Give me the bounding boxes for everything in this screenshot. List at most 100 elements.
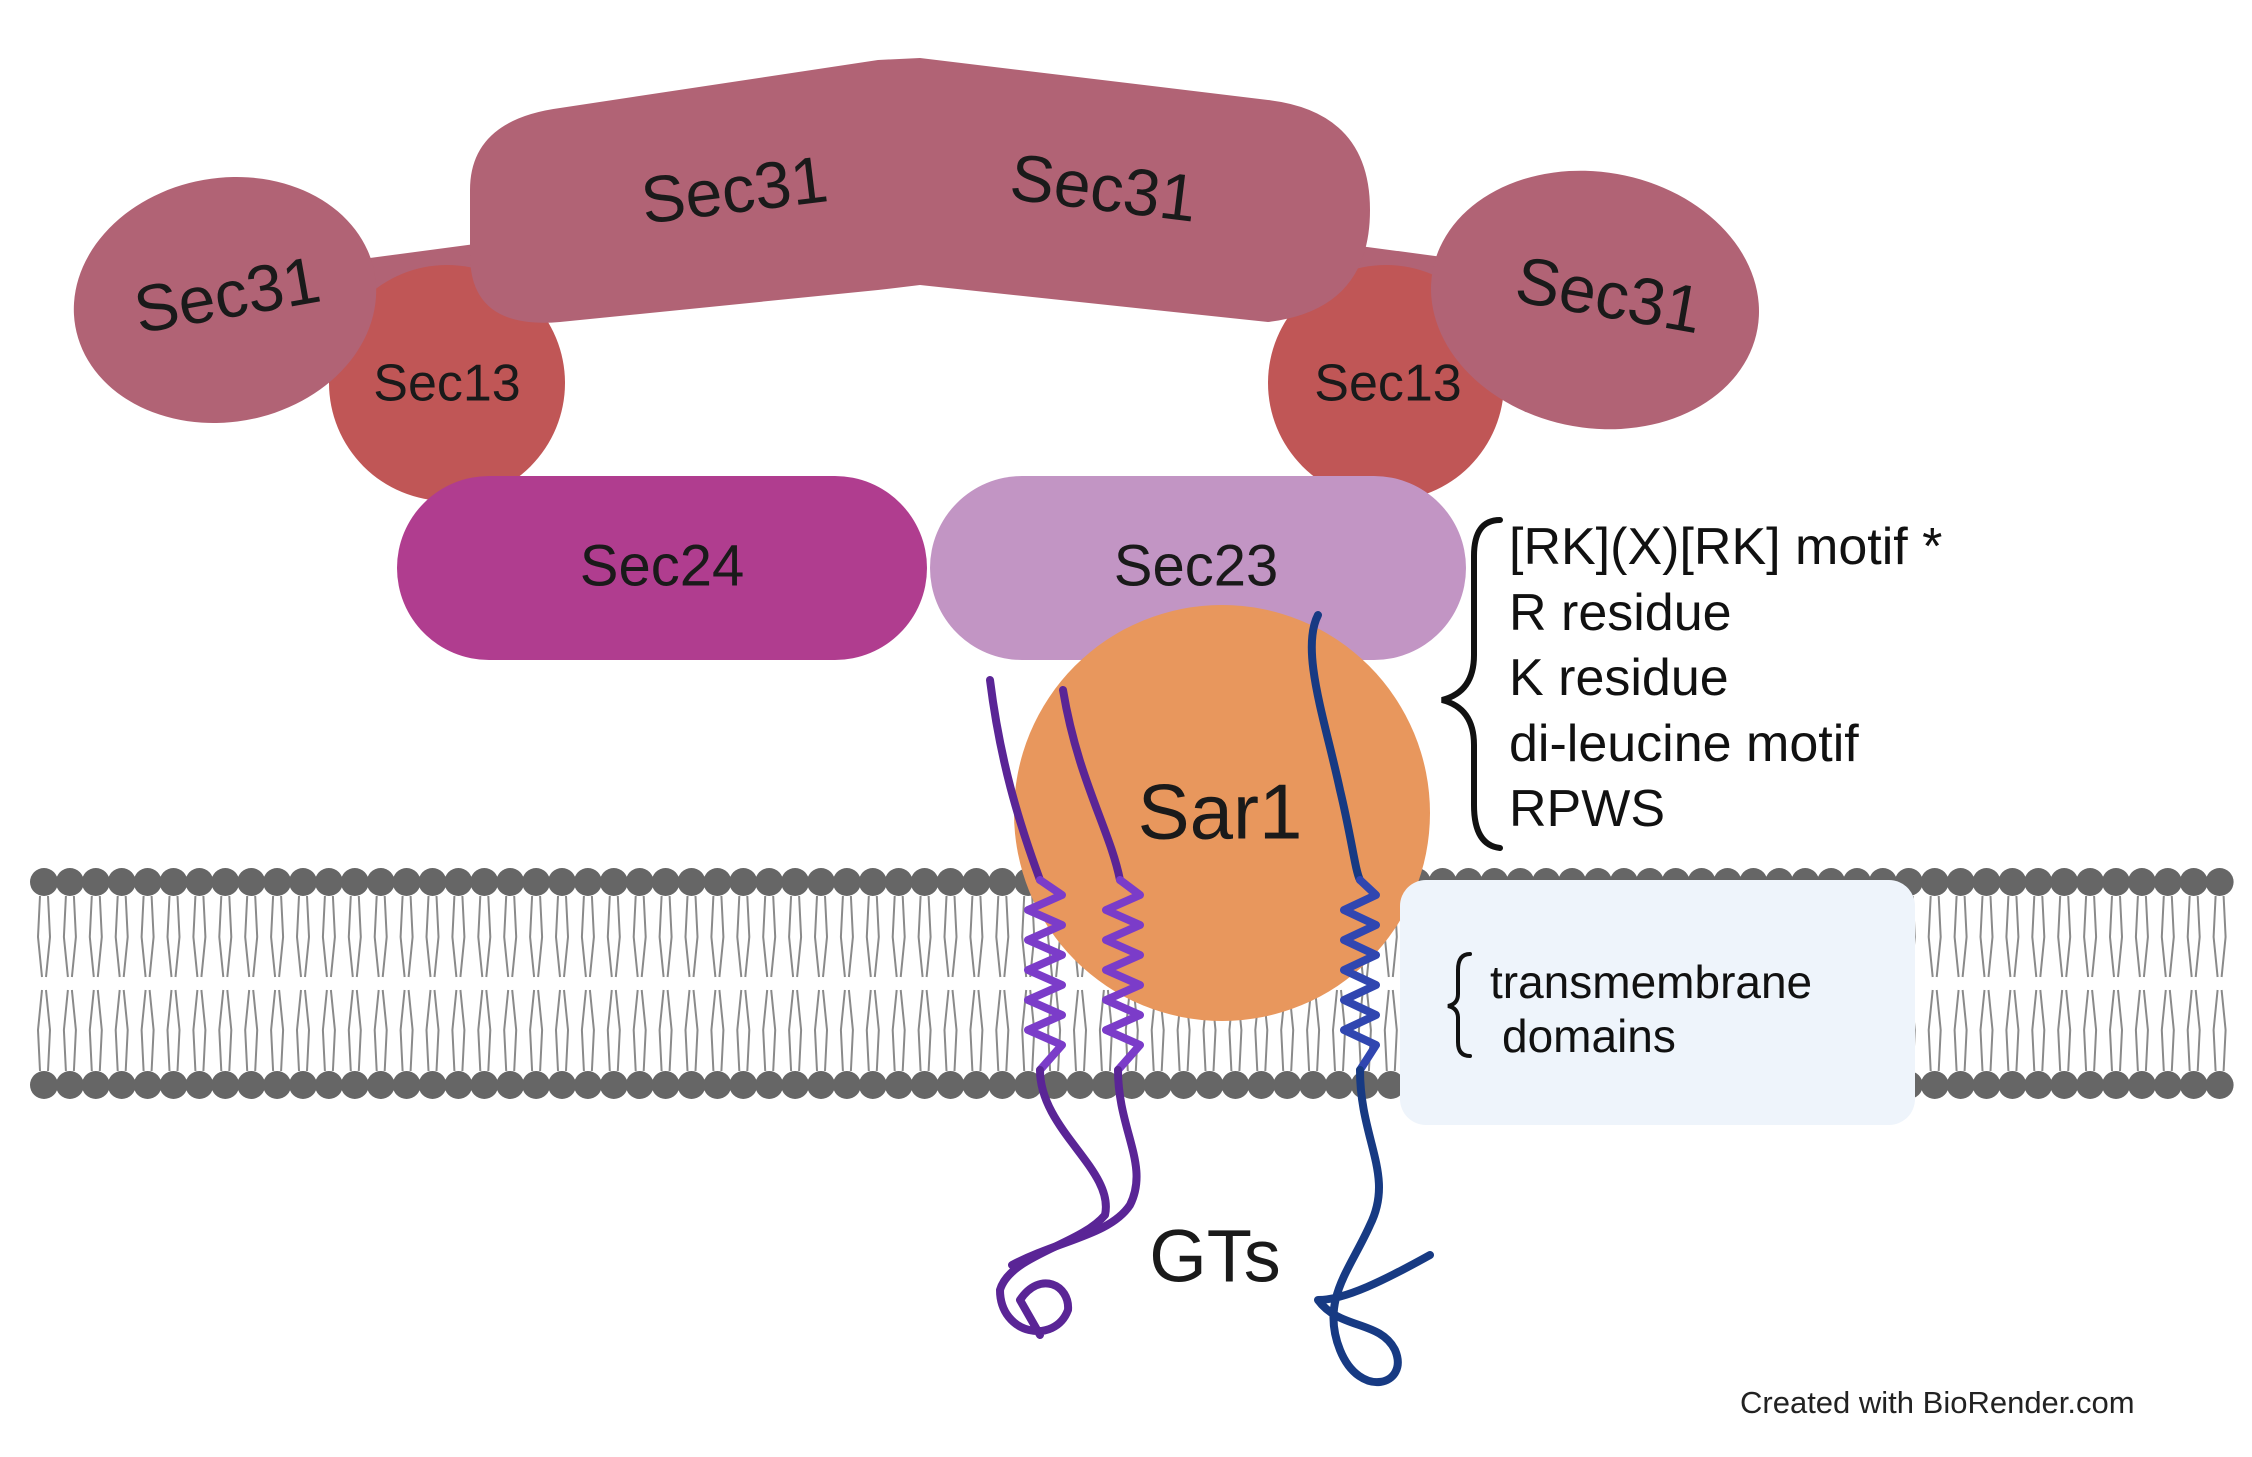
lipid-tails [943, 895, 958, 1072]
lipid-head [1325, 1071, 1353, 1099]
lipid-tails [554, 895, 570, 1072]
lipid-head [1946, 1071, 1975, 1099]
lipid-head [884, 1071, 913, 1099]
lipid-head [2179, 868, 2208, 896]
lipid-head [884, 868, 913, 896]
lipid-head [832, 868, 861, 896]
lipid-head [807, 868, 835, 896]
lipid-head [2024, 1071, 2053, 1099]
gt-strand-1-cyto [986, 676, 1044, 884]
lipid-tails [503, 895, 518, 1072]
lipid-head [1066, 1071, 1094, 1099]
lipid-head [988, 868, 1017, 896]
lipid-head [1972, 1071, 2001, 1099]
lipid-head [159, 868, 188, 896]
lipid-head [548, 1071, 576, 1099]
gt-strand-2-tm [1102, 876, 1144, 1074]
lipid-tails [477, 895, 492, 1072]
lipid-tails [140, 895, 155, 1072]
sec24 [397, 476, 927, 660]
lipid-head [703, 868, 732, 896]
lipid-tails [969, 895, 984, 1072]
lipid-head [366, 868, 395, 896]
lipid-head [185, 868, 214, 896]
lipid-head [237, 868, 266, 896]
lipid-head [755, 868, 784, 896]
lipid-head [755, 1071, 784, 1099]
lipid-tails [1979, 895, 1994, 1072]
lipid-head [729, 1071, 758, 1099]
lipid-tails [399, 895, 414, 1072]
lipid-head [1273, 1071, 1302, 1099]
lipid-head [237, 1071, 266, 1099]
lipid-tails [2108, 895, 2124, 1072]
motif-item: R residue [1509, 583, 1732, 642]
lipid-tails [1021, 895, 1036, 1072]
lipid-head [1117, 1071, 1146, 1099]
gt-strand-1-tm [1024, 876, 1066, 1074]
motif-item: [RK](X)[RK] motif * [1509, 518, 1943, 576]
lipid-head [729, 868, 758, 896]
sec31-outer-left [73, 176, 377, 424]
lipid-head [677, 1071, 706, 1099]
lipid-tails [2160, 895, 2175, 1072]
sec31-outer-right [1430, 170, 1760, 430]
lipid-head [340, 868, 369, 896]
lipid-head [832, 1071, 861, 1099]
lipid-head [2153, 868, 2182, 896]
lipid-tails [114, 895, 129, 1072]
lipid-head [2050, 1071, 2079, 1099]
lipid-tails [606, 895, 621, 1072]
lipid-head [910, 1071, 939, 1099]
lipid-head [988, 1071, 1017, 1099]
lipid-tails [529, 895, 544, 1072]
gts-label: GTs [1149, 1215, 1281, 1298]
lipid-head [2127, 868, 2156, 896]
lipid-head [2205, 1071, 2234, 1099]
lipid-head [496, 868, 525, 896]
lipid-head [211, 868, 240, 896]
lipid-head [1998, 868, 2027, 896]
lipid-head [107, 1071, 136, 1099]
small-brace-icon [1447, 952, 1472, 1058]
lipid-head [2127, 1071, 2156, 1099]
sec24-label: Sec24 [580, 533, 744, 598]
lipid-head [159, 1071, 188, 1099]
lipid-head [470, 868, 499, 896]
gt-strand-3-lumen [1314, 1066, 1434, 1387]
lipid-head [1946, 868, 1975, 896]
lipid-tails [762, 895, 777, 1072]
lipid-tails [270, 895, 285, 1072]
lipid-head [2179, 1071, 2208, 1099]
lipid-head [418, 1071, 447, 1099]
lipid-tails [62, 895, 77, 1072]
lipid-tails [1953, 895, 1968, 1072]
brace-icon [1441, 517, 1503, 851]
sec31-central-dimer [470, 58, 1370, 323]
lipid-head [936, 1071, 965, 1099]
lipid-head [314, 1071, 343, 1099]
gt-strand-3-cyto [1307, 611, 1364, 884]
lipid-tails [1927, 895, 1942, 1072]
lipid-tails [244, 895, 259, 1072]
lipid-head [1376, 1071, 1405, 1099]
lipid-head [962, 868, 991, 896]
motif-list: [RK](X)[RK] motif * R residue K residue … [1509, 515, 2069, 843]
lipid-head [2153, 1071, 2182, 1099]
transmembrane-label-line1: transmembrane [1490, 956, 1813, 1008]
lipid-tails [710, 895, 725, 1072]
lipid-head [133, 1071, 162, 1099]
lipid-tails [995, 895, 1010, 1072]
lipid-tails [166, 895, 181, 1072]
lipid-tails [788, 895, 803, 1072]
gt-strand-2-lumen [1008, 1066, 1141, 1269]
lipid-head [807, 1071, 835, 1099]
gt-cargo-strands [986, 611, 1434, 1387]
lipid-tails [192, 895, 207, 1072]
lipid-head [1998, 1071, 2027, 1099]
lipid-tails [2186, 895, 2201, 1072]
lipid-tails [2134, 895, 2149, 1072]
lipid-head [1169, 1071, 1198, 1099]
lipid-tails [295, 895, 311, 1072]
lipid-head [81, 1071, 110, 1099]
